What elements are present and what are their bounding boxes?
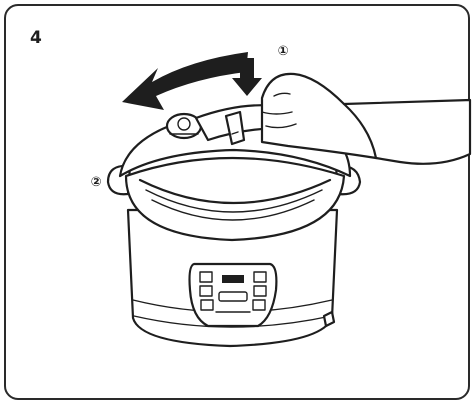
control-panel [190, 264, 277, 326]
rotate-left-arrow-icon [122, 52, 248, 110]
callout-2: ② [90, 175, 101, 190]
callout-1: ① [277, 44, 288, 59]
display-screen [222, 275, 244, 283]
bottom-clip [324, 312, 334, 326]
